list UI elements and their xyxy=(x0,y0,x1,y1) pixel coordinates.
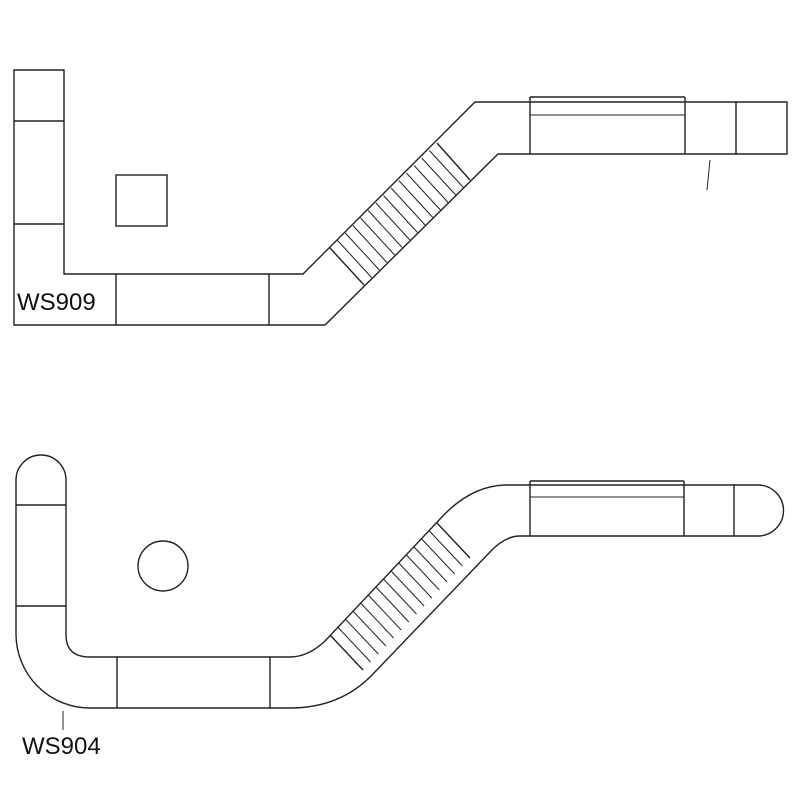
ws909-diag-end xyxy=(436,142,471,181)
workstation-ws904: WS904 xyxy=(15,454,785,760)
ws909-outline xyxy=(13,69,788,326)
square-table xyxy=(115,174,168,227)
ws904-hatch xyxy=(337,530,463,663)
ws904-hatch-line xyxy=(398,562,433,599)
ws909-hatch-line xyxy=(413,165,449,203)
ws904-hatch-line xyxy=(375,586,410,623)
round-table xyxy=(137,540,189,592)
ws904-hatch-line xyxy=(367,594,402,631)
ws909-hatch-line xyxy=(398,180,434,218)
ws909-hatch-line xyxy=(375,202,411,241)
ws904-hatch-line xyxy=(352,610,387,647)
ws909-hatch-line xyxy=(429,150,464,188)
ws904-outline xyxy=(15,454,785,709)
ws904-hatch-line xyxy=(337,626,371,663)
ws909-hatch-line xyxy=(352,225,388,263)
ws904-diag-start xyxy=(329,634,364,671)
ws909-hatch-line xyxy=(344,232,380,271)
ws904-hatch-line xyxy=(413,546,448,583)
ws909-hatch-line xyxy=(367,210,403,248)
ws909-hatch-line xyxy=(390,187,426,226)
ws909-hatch-line xyxy=(360,217,395,256)
ws909-diag-start xyxy=(329,247,365,286)
ws904-hatch-line xyxy=(344,618,379,655)
ws909-hatch xyxy=(337,150,464,278)
ws909-hatch-line xyxy=(406,172,441,211)
ws904-hatch-line xyxy=(406,554,440,591)
ws904-hatch-line xyxy=(383,578,417,615)
ws909-hatch-line xyxy=(383,195,418,233)
ws904-hatch-line xyxy=(429,530,463,567)
ws909-hatch-line xyxy=(337,240,372,278)
ws909-hatch-line xyxy=(421,157,457,196)
ws909-leader-line xyxy=(706,159,711,191)
ws904-hatch-line xyxy=(421,538,456,575)
ws904-label: WS904 xyxy=(22,733,101,760)
ws909-label: WS909 xyxy=(17,289,96,316)
ws904-diag-end xyxy=(436,522,471,559)
ws904-hatch-line xyxy=(390,570,425,607)
workstation-ws909: WS909 xyxy=(13,69,788,326)
ws904-hatch-line xyxy=(360,602,394,639)
